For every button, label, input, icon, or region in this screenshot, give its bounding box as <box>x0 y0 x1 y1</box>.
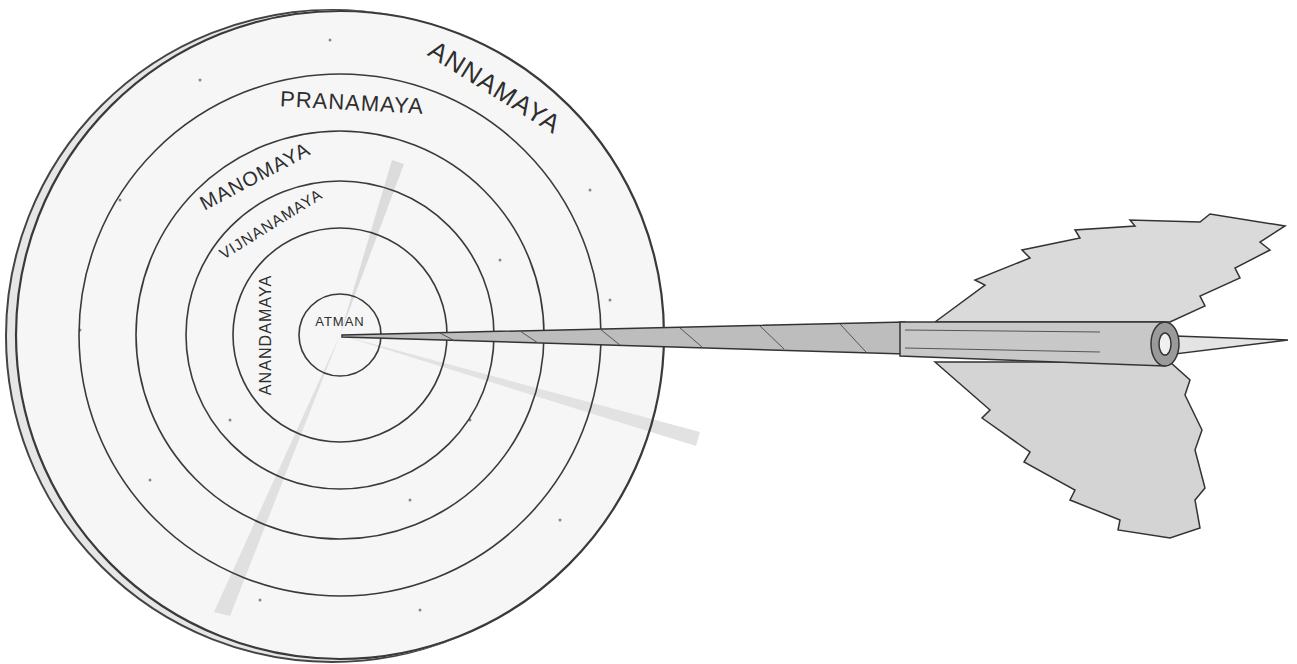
arrow-sleeve <box>900 322 1165 366</box>
bottom-feather <box>935 362 1205 538</box>
shaft-stripes <box>440 324 1100 352</box>
arrow-nock <box>1151 322 1179 366</box>
back-feather <box>1175 336 1288 354</box>
arrow-shaft <box>342 322 905 354</box>
top-feather <box>935 214 1285 322</box>
sheath-label: ANANDAMAYA <box>257 275 273 395</box>
sheath-label: ATMAN <box>315 315 365 328</box>
sheath-label: ANNAMAYA <box>424 37 565 139</box>
arrow-nock-hole <box>1159 333 1171 355</box>
sheath-label: PRANAMAYA <box>280 89 425 119</box>
